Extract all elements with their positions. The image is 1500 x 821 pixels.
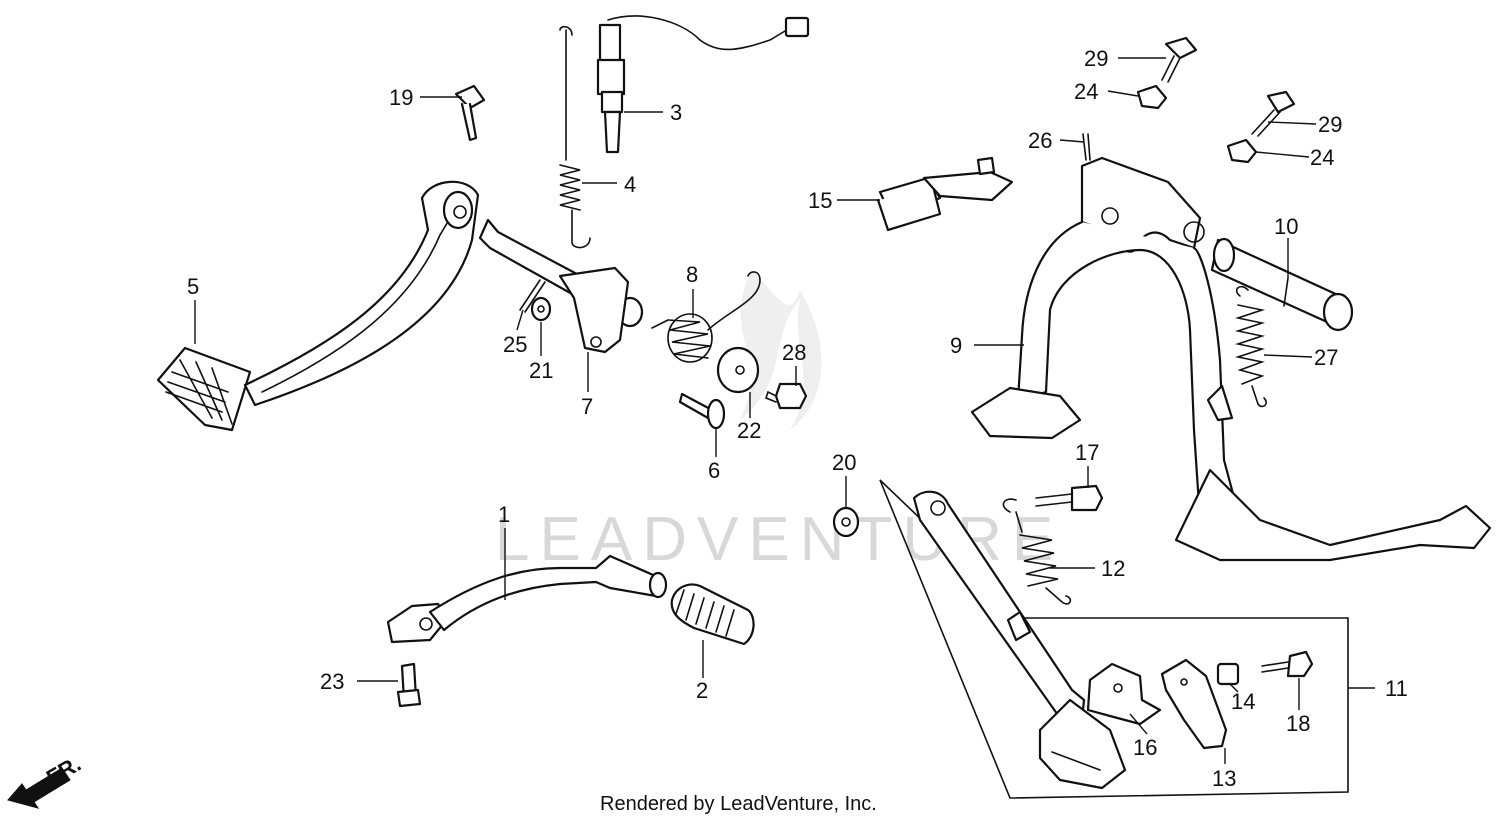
nut-20 <box>832 506 860 538</box>
washer-21 <box>530 296 552 322</box>
bolt-29-upper <box>1161 36 1198 83</box>
callout-29-upper: 29 <box>1084 46 1108 71</box>
bolt-29-lower <box>1251 90 1296 137</box>
return-spring-8 <box>651 271 761 363</box>
callout-9: 9 <box>950 333 962 358</box>
callout-27: 27 <box>1314 345 1338 370</box>
footer-credit: Rendered by LeadVenture, Inc. <box>600 793 877 815</box>
washer-22 <box>716 346 760 394</box>
callout-11: 11 <box>1385 676 1408 701</box>
bolt-19 <box>454 84 486 142</box>
callout-6: 6 <box>708 458 720 483</box>
lever-1 <box>386 554 668 644</box>
callout-4: 4 <box>624 172 636 197</box>
pivot-shaft-10 <box>1210 237 1354 332</box>
callout-15: 15 <box>808 188 832 213</box>
pin-26 <box>1082 133 1091 161</box>
callout-12: 12 <box>1101 556 1125 581</box>
callout-23: 23 <box>320 669 344 694</box>
side-stand-arm <box>912 490 1127 790</box>
spring-12 <box>1002 498 1072 605</box>
spring-27 <box>1234 285 1267 408</box>
callout-5: 5 <box>187 274 199 299</box>
front-direction-arrow-icon <box>7 767 71 809</box>
bolt-23 <box>396 662 422 708</box>
bolt-18 <box>1261 650 1314 678</box>
nut-24-upper <box>1136 84 1168 110</box>
bolt-28 <box>765 382 808 410</box>
callout-29-lower: 29 <box>1318 112 1342 137</box>
callout-labels: 1 2 3 4 5 6 7 8 9 10 11 12 13 14 15 16 1… <box>187 46 1408 791</box>
switch-13 <box>1160 658 1228 750</box>
callout-24-lower: 24 <box>1310 145 1334 170</box>
callout-21: 21 <box>529 358 553 383</box>
brake-pedal <box>156 180 480 432</box>
callout-3: 3 <box>670 100 682 125</box>
callout-2: 2 <box>696 678 708 703</box>
callout-28: 28 <box>782 340 806 365</box>
callout-14: 14 <box>1231 689 1255 714</box>
spring-4 <box>559 25 591 249</box>
callout-1: 1 <box>498 502 510 527</box>
callout-16: 16 <box>1133 735 1157 760</box>
callout-20: 20 <box>832 450 856 475</box>
callout-8: 8 <box>686 262 698 287</box>
callout-19: 19 <box>389 85 413 110</box>
callout-18: 18 <box>1286 711 1310 736</box>
nut-24-lower <box>1226 138 1258 164</box>
callout-7: 7 <box>581 394 593 419</box>
main-stand <box>970 156 1492 562</box>
callout-25: 25 <box>503 332 527 357</box>
bolt-17 <box>1035 484 1104 512</box>
callout-13: 13 <box>1212 766 1236 791</box>
callout-17: 17 <box>1075 440 1099 465</box>
stopper-15 <box>876 156 1014 232</box>
cotter-pin-25 <box>519 279 546 313</box>
pin-6 <box>678 392 726 430</box>
bracket-16 <box>1086 662 1162 726</box>
pedal-shaft <box>478 218 644 354</box>
callout-26: 26 <box>1028 128 1052 153</box>
brake-switch <box>596 15 810 154</box>
callout-24-upper: 24 <box>1074 79 1098 104</box>
callout-10: 10 <box>1274 214 1298 239</box>
collar-14 <box>1216 662 1240 686</box>
callout-22: 22 <box>737 418 761 443</box>
watermark-flame-icon <box>740 270 822 430</box>
leader-lines <box>194 57 1375 764</box>
rubber-peg-2 <box>670 583 755 646</box>
